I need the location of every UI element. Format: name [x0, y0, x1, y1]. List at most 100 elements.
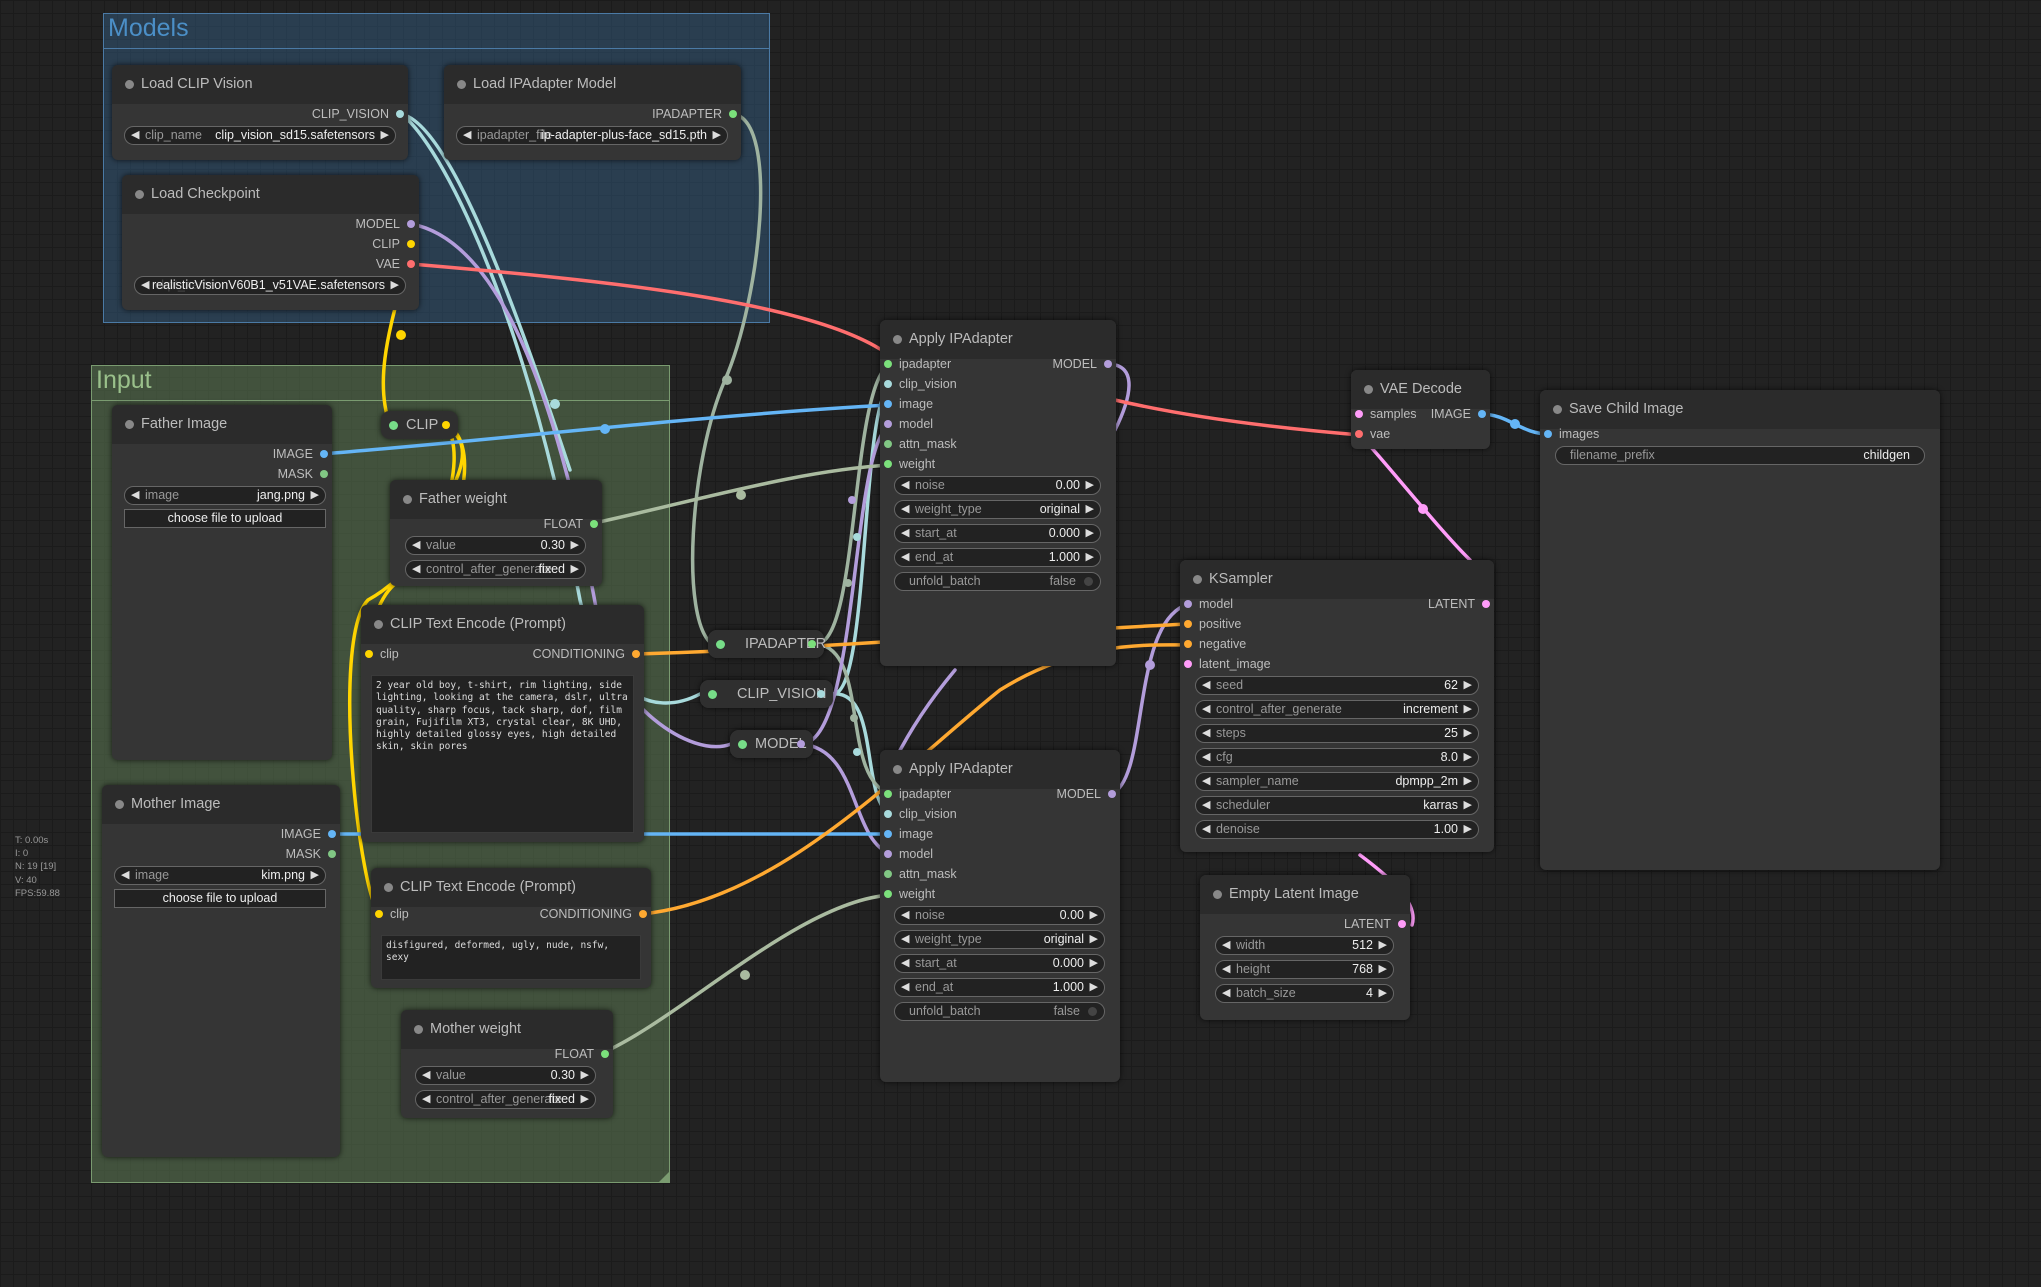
- arrow-left-icon[interactable]: ◀: [901, 981, 910, 993]
- arrow-right-icon[interactable]: ▶: [1378, 987, 1387, 999]
- slot-pin-icon[interactable]: [884, 400, 892, 408]
- collapse-dot-icon[interactable]: [457, 80, 466, 89]
- slot-pin-icon[interactable]: [320, 450, 328, 458]
- reroute-model[interactable]: MODEL: [730, 730, 813, 758]
- collapse-dot-icon[interactable]: [893, 335, 902, 344]
- slot-pin-icon[interactable]: [601, 1050, 609, 1058]
- slot-pin-icon[interactable]: [884, 360, 892, 368]
- input-positive[interactable]: positive: [1180, 616, 1241, 632]
- node-title[interactable]: CLIP_VISION: [700, 680, 833, 708]
- collapse-dot-icon[interactable]: [414, 1025, 423, 1034]
- node-title[interactable]: CLIP Text Encode (Prompt): [361, 605, 644, 644]
- input-model[interactable]: model: [880, 416, 933, 432]
- output-model[interactable]: MODEL: [356, 216, 419, 232]
- output-clip[interactable]: CLIP: [372, 236, 419, 252]
- output-float[interactable]: FLOAT: [555, 1046, 613, 1062]
- arrow-right-icon[interactable]: ▶: [1463, 751, 1472, 763]
- arrow-right-icon[interactable]: ▶: [580, 1093, 589, 1105]
- output-pin-icon[interactable]: [442, 421, 450, 429]
- input-weight[interactable]: weight: [880, 456, 935, 472]
- node-title[interactable]: Load CLIP Vision: [112, 65, 408, 104]
- node-apply-ipadapter-2[interactable]: Apply IPAdapter ipadapter MODEL clip_vis…: [880, 750, 1120, 1082]
- slot-pin-icon[interactable]: [884, 440, 892, 448]
- arrow-left-icon[interactable]: ◀: [1202, 823, 1211, 835]
- output-float[interactable]: FLOAT: [544, 516, 602, 532]
- output-pin-icon[interactable]: [817, 690, 825, 698]
- output-model[interactable]: MODEL: [1053, 356, 1116, 372]
- arrow-left-icon[interactable]: ◀: [901, 479, 910, 491]
- input-clip-vision[interactable]: clip_vision: [880, 806, 957, 822]
- node-load-ipadapter-model[interactable]: Load IPAdapter Model IPADAPTER ◀ipadapte…: [444, 65, 741, 160]
- slot-pin-icon[interactable]: [884, 790, 892, 798]
- reroute-ipadapter[interactable]: IPADAPTER: [708, 630, 826, 658]
- input-dot-icon[interactable]: [738, 740, 747, 749]
- input-dot-icon[interactable]: [708, 690, 717, 699]
- arrow-right-icon[interactable]: ▶: [1085, 551, 1094, 563]
- slot-pin-icon[interactable]: [884, 830, 892, 838]
- arrow-left-icon[interactable]: ◀: [1202, 799, 1211, 811]
- node-title[interactable]: CLIP Text Encode (Prompt): [371, 868, 651, 907]
- slot-pin-icon[interactable]: [1184, 600, 1192, 608]
- slot-pin-icon[interactable]: [1544, 430, 1552, 438]
- collapse-dot-icon[interactable]: [1553, 405, 1562, 414]
- slot-pin-icon[interactable]: [1355, 410, 1363, 418]
- arrow-left-icon[interactable]: ◀: [422, 1069, 431, 1081]
- output-image[interactable]: IMAGE: [281, 826, 340, 842]
- node-title[interactable]: Apply IPAdapter: [880, 750, 1120, 789]
- collapse-dot-icon[interactable]: [1213, 890, 1222, 899]
- prompt-textarea[interactable]: 2 year old boy, t-shirt, rim lighting, s…: [371, 675, 634, 833]
- output-image[interactable]: IMAGE: [1431, 406, 1490, 422]
- collapse-dot-icon[interactable]: [1364, 385, 1373, 394]
- slot-pin-icon[interactable]: [396, 110, 404, 118]
- slot-pin-icon[interactable]: [375, 910, 383, 918]
- output-ipadapter[interactable]: IPADAPTER: [652, 106, 741, 122]
- output-clip-vision[interactable]: CLIP_VISION: [312, 106, 408, 122]
- arrow-left-icon[interactable]: ◀: [422, 1093, 431, 1105]
- input-clip[interactable]: clip: [361, 646, 399, 662]
- node-title[interactable]: Load Checkpoint: [122, 175, 419, 214]
- upload-button[interactable]: choose file to upload: [114, 889, 326, 908]
- output-conditioning[interactable]: CONDITIONING: [540, 906, 651, 922]
- arrow-left-icon[interactable]: ◀: [141, 279, 150, 291]
- slot-pin-icon[interactable]: [884, 810, 892, 818]
- arrow-left-icon[interactable]: ◀: [1222, 939, 1231, 951]
- input-clip[interactable]: clip: [371, 906, 409, 922]
- node-title[interactable]: Load IPAdapter Model: [444, 65, 741, 104]
- input-model[interactable]: model: [880, 846, 933, 862]
- input-dot-icon[interactable]: [389, 421, 398, 430]
- node-clip-text-encode-negative[interactable]: CLIP Text Encode (Prompt) clip CONDITION…: [371, 868, 651, 988]
- output-vae[interactable]: VAE: [376, 256, 419, 272]
- node-title[interactable]: Save Child Image: [1540, 390, 1940, 429]
- arrow-left-icon[interactable]: ◀: [131, 489, 140, 501]
- slot-pin-icon[interactable]: [407, 260, 415, 268]
- slot-pin-icon[interactable]: [365, 650, 373, 658]
- output-model[interactable]: MODEL: [1057, 786, 1120, 802]
- arrow-right-icon[interactable]: ▶: [1085, 503, 1094, 515]
- slot-pin-icon[interactable]: [884, 890, 892, 898]
- input-ipadapter[interactable]: ipadapter: [880, 356, 951, 372]
- collapse-dot-icon[interactable]: [384, 883, 393, 892]
- arrow-right-icon[interactable]: ▶: [1463, 799, 1472, 811]
- collapse-dot-icon[interactable]: [125, 80, 134, 89]
- slot-pin-icon[interactable]: [884, 870, 892, 878]
- arrow-right-icon[interactable]: ▶: [1378, 963, 1387, 975]
- arrow-left-icon[interactable]: ◀: [1202, 679, 1211, 691]
- slot-pin-icon[interactable]: [729, 110, 737, 118]
- slot-pin-icon[interactable]: [1355, 430, 1363, 438]
- node-load-checkpoint[interactable]: Load Checkpoint MODEL CLIP VAE ◀ckpt_nam…: [122, 175, 419, 310]
- slot-pin-icon[interactable]: [1108, 790, 1116, 798]
